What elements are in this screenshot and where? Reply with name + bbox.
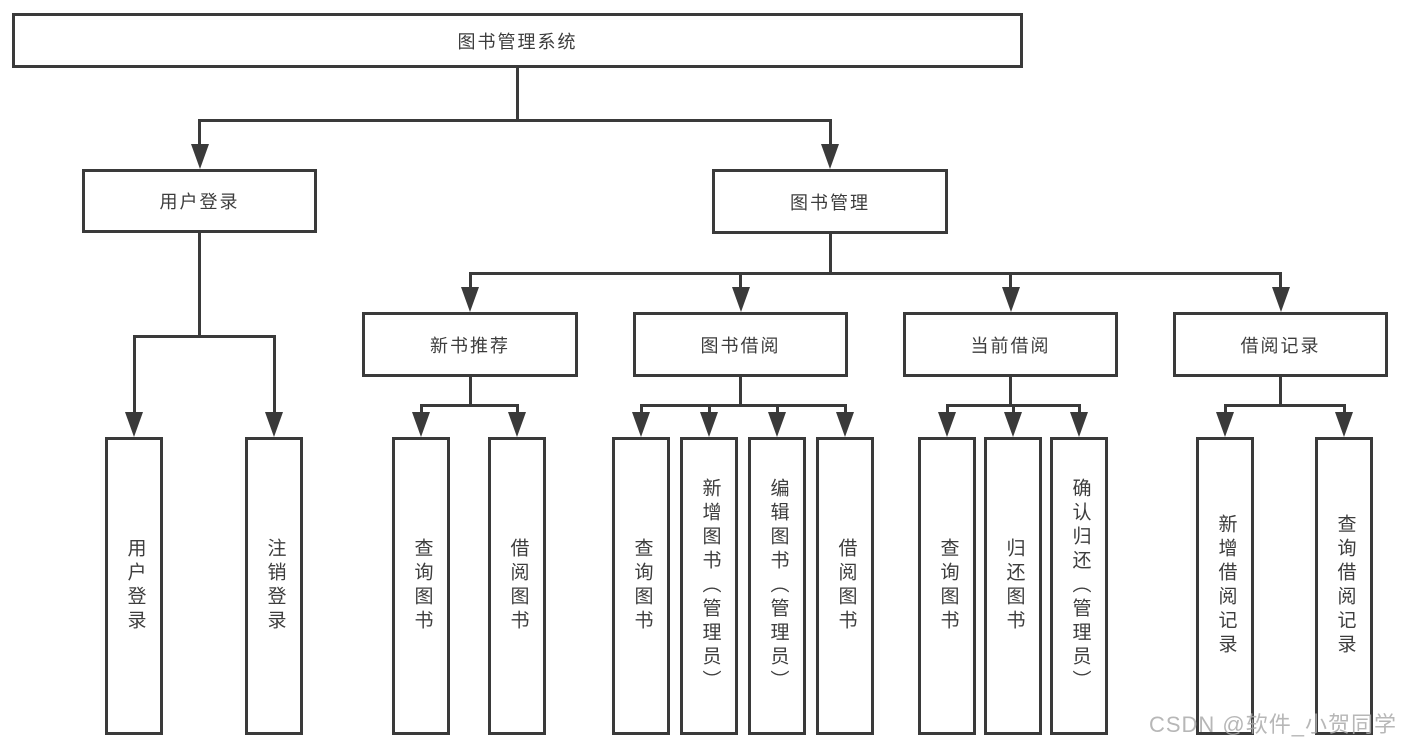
- node-label-leaf-br-add: 新增借阅记录: [1215, 514, 1237, 658]
- connector-branch-borrow-records: [1223, 403, 1346, 407]
- node-label-leaf-cb-confirm: 确认归还（管理员）: [1069, 478, 1091, 694]
- connector-branch-book-mgmt: [468, 271, 1282, 275]
- node-label-book-borrow: 图书借阅: [700, 335, 781, 356]
- arrowhead-book-borrow: [731, 287, 750, 312]
- node-label-leaf-bb-add: 新增图书（管理员）: [699, 478, 721, 694]
- node-leaf-nb-query: 查询图书: [392, 437, 450, 735]
- connector-drop-leaf-br-add: [1223, 403, 1227, 415]
- node-leaf-bb-add: 新增图书（管理员）: [680, 437, 738, 735]
- connector-stem-user-login: [198, 233, 201, 338]
- node-label-root: 图书管理系统: [457, 31, 578, 52]
- node-label-current-borrow: 当前借阅: [970, 335, 1051, 356]
- arrowhead-user-login: [190, 144, 209, 169]
- node-leaf-cb-return: 归还图书: [984, 437, 1042, 735]
- connector-stem-book-mgmt: [828, 234, 832, 275]
- connector-stem-current-borrow: [1009, 377, 1012, 407]
- node-label-leaf-cb-return: 归还图书: [1003, 538, 1025, 634]
- connector-branch-book-borrow: [639, 403, 847, 407]
- node-label-user-login: 用户登录: [159, 192, 240, 212]
- arrowhead-leaf-cb-confirm: [1070, 412, 1088, 437]
- arrowhead-new-books: [461, 287, 479, 312]
- node-label-leaf-logout: 注销登录: [264, 538, 286, 634]
- arrowhead-leaf-nb-borrow: [508, 412, 526, 437]
- connector-drop-leaf-bb-edit: [775, 403, 779, 415]
- arrowhead-book-mgmt: [821, 144, 839, 169]
- node-label-leaf-bb-query: 查询图书: [631, 538, 653, 634]
- arrowhead-current-borrow: [1001, 287, 1020, 312]
- connector-stem-borrow-records: [1279, 377, 1282, 407]
- node-label-leaf-br-query: 查询借阅记录: [1334, 514, 1356, 658]
- node-label-leaf-nb-query: 查询图书: [411, 538, 433, 634]
- connector-branch-user-login: [132, 334, 276, 338]
- connector-stem-root: [516, 68, 519, 122]
- node-label-leaf-cb-query: 查询图书: [937, 538, 959, 634]
- node-leaf-nb-borrow: 借阅图书: [488, 437, 546, 735]
- node-user-login: 用户登录: [82, 169, 317, 233]
- node-label-leaf-user-login: 用户登录: [124, 538, 146, 634]
- connector-drop-leaf-nb-borrow: [515, 403, 519, 415]
- arrowhead-leaf-cb-query: [938, 412, 956, 437]
- node-leaf-logout: 注销登录: [245, 437, 303, 735]
- connector-drop-leaf-cb-confirm: [1077, 403, 1081, 415]
- node-leaf-user-login: 用户登录: [105, 437, 163, 735]
- node-label-new-books: 新书推荐: [430, 335, 510, 356]
- node-leaf-br-add: 新增借阅记录: [1196, 437, 1254, 735]
- connector-drop-book-mgmt: [828, 118, 832, 147]
- connector-drop-leaf-br-query: [1342, 403, 1346, 415]
- connector-stem-book-borrow: [739, 377, 742, 407]
- connector-drop-leaf-bb-add: [707, 403, 711, 415]
- connector-drop-new-books: [468, 271, 472, 290]
- arrowhead-leaf-logout: [265, 412, 283, 437]
- connector-drop-leaf-bb-query: [639, 403, 643, 415]
- node-label-book-mgmt: 图书管理: [790, 192, 870, 213]
- node-root: 图书管理系统: [12, 13, 1023, 68]
- connector-drop-leaf-user-login: [132, 334, 136, 415]
- connector-drop-leaf-nb-query: [419, 403, 423, 415]
- node-book-mgmt: 图书管理: [712, 169, 948, 234]
- arrowhead-leaf-br-add: [1216, 412, 1234, 437]
- arrowhead-leaf-br-query: [1335, 412, 1353, 437]
- node-leaf-bb-query: 查询图书: [612, 437, 670, 735]
- node-leaf-bb-edit: 编辑图书（管理员）: [748, 437, 806, 735]
- connector-branch-new-books: [419, 403, 519, 407]
- arrowhead-borrow-records: [1271, 287, 1290, 312]
- connector-drop-leaf-cb-return: [1011, 403, 1015, 415]
- node-book-borrow: 图书借阅: [633, 312, 848, 377]
- arrowhead-leaf-cb-return: [1004, 412, 1022, 437]
- connector-stem-new-books: [468, 377, 472, 407]
- node-leaf-br-query: 查询借阅记录: [1315, 437, 1373, 735]
- connector-drop-current-borrow: [1009, 271, 1012, 290]
- connector-drop-leaf-logout: [272, 334, 276, 415]
- node-label-leaf-bb-edit: 编辑图书（管理员）: [767, 478, 789, 694]
- connector-drop-leaf-cb-query: [945, 403, 949, 415]
- arrowhead-leaf-bb-query: [632, 412, 650, 437]
- node-borrow-records: 借阅记录: [1173, 312, 1388, 377]
- node-new-books: 新书推荐: [362, 312, 578, 377]
- connector-drop-user-login: [198, 118, 201, 147]
- arrowhead-leaf-bb-borrow: [836, 412, 854, 437]
- arrowhead-leaf-bb-edit: [768, 412, 786, 437]
- node-leaf-cb-confirm: 确认归还（管理员）: [1050, 437, 1108, 735]
- node-label-borrow-records: 借阅记录: [1240, 335, 1321, 356]
- node-leaf-bb-borrow: 借阅图书: [816, 437, 874, 735]
- connector-drop-book-borrow: [739, 271, 742, 290]
- connector-branch-root: [198, 118, 832, 122]
- arrowhead-leaf-bb-add: [700, 412, 718, 437]
- connector-drop-borrow-records: [1279, 271, 1282, 290]
- connector-drop-leaf-bb-borrow: [843, 403, 847, 415]
- node-label-leaf-bb-borrow: 借阅图书: [835, 538, 857, 634]
- arrowhead-leaf-nb-query: [412, 412, 430, 437]
- arrowhead-leaf-user-login: [125, 412, 143, 437]
- node-current-borrow: 当前借阅: [903, 312, 1118, 377]
- node-leaf-cb-query: 查询图书: [918, 437, 976, 735]
- node-label-leaf-nb-borrow: 借阅图书: [507, 538, 529, 634]
